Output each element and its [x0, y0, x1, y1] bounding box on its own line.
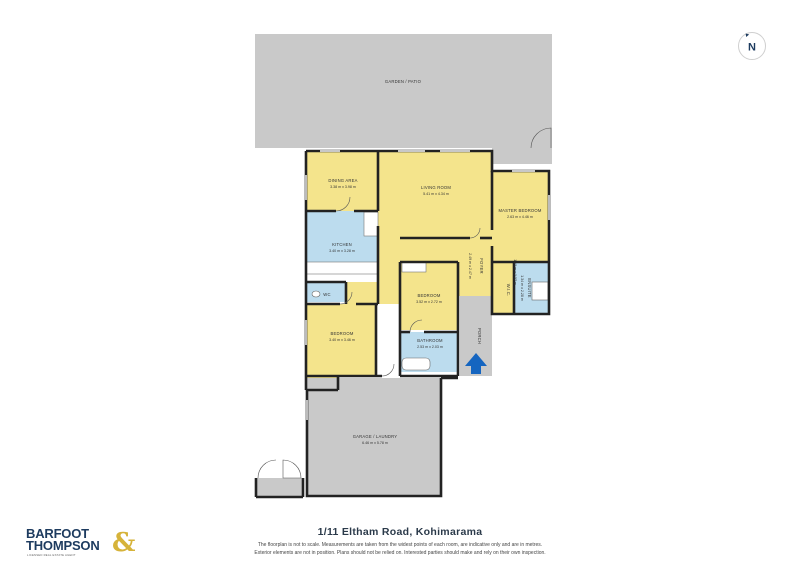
bathroom-dims: 2.53 m x 2.03 m	[417, 345, 443, 349]
bedroom-2-label: BEDROOM	[417, 293, 440, 298]
logo-ampersand: &	[112, 528, 136, 558]
wic-label: W.I.C.	[506, 284, 511, 297]
garage-laundry-label: GARAGE / LAUNDRY	[353, 434, 398, 439]
master-bedroom-label: MASTER BEDROOM	[498, 208, 541, 213]
dining-area-label: DINING AREA	[328, 178, 357, 183]
master-bedroom-dims: 2.63 m x 4.46 m	[507, 215, 533, 219]
disclaimer: The floorplan is not to scale. Measureme…	[200, 542, 600, 557]
bedroom-1-dims: 3.40 m x 3.46 m	[329, 338, 355, 342]
passage	[346, 282, 400, 304]
wc-label: WC	[323, 292, 330, 297]
side-landing	[256, 478, 303, 497]
kitchen-label: KITCHEN	[332, 242, 352, 247]
dining-area-dims: 3.38 m x 3.98 m	[330, 185, 356, 189]
garden-patio-area	[255, 34, 552, 148]
foyer-dims: 2.49 m x 2.47 m	[468, 253, 472, 279]
master-bedroom-room	[492, 171, 549, 262]
wic-dims: 1.13 m x 2.37 m	[513, 259, 517, 285]
north-compass-icon: N	[738, 32, 766, 60]
bathtub	[401, 357, 431, 371]
foyer-room	[458, 238, 492, 296]
garden-patio-extension	[492, 148, 552, 164]
kitchen-island	[363, 211, 379, 237]
door-swings	[257, 127, 552, 479]
dining-area-room	[306, 151, 378, 211]
windows	[305, 150, 550, 420]
wic-room	[492, 262, 514, 314]
ensuite-label: ENSUITE	[527, 278, 532, 298]
ensuite-dims: 1.34 m x 2.28 m	[520, 275, 524, 301]
north-label: N	[748, 42, 756, 54]
bedroom-wardrobe	[401, 261, 427, 273]
bedroom-2-room	[400, 274, 458, 330]
entry-arrow-icon	[465, 353, 487, 374]
living-room-dims: 5.41 m x 4.34 m	[423, 192, 449, 196]
porch-label: PORCH	[477, 328, 482, 344]
garage-laundry-dims: 6.46 m x 5.78 m	[362, 441, 388, 445]
disclaimer-line-2: Exterior elements are not in position. P…	[254, 549, 546, 556]
garage-laundry-room	[307, 378, 441, 495]
bedroom-1-room	[306, 304, 376, 376]
bathroom-label: BATHROOM	[417, 338, 443, 343]
ensuite-shower	[531, 281, 549, 301]
living-room-room	[378, 151, 492, 238]
foyer-label: FOYER	[479, 258, 484, 273]
logo-line-1: BARFOOT	[26, 526, 89, 541]
bedroom-2-dims: 3.52 m x 2.72 m	[416, 300, 442, 304]
brand-logo: BARFOOT THOMPSON & LICENSED REAL ESTATE …	[26, 526, 146, 560]
property-address: 1/11 Eltham Road, Kohimarama	[317, 526, 483, 538]
toilet	[311, 290, 321, 298]
logo-tagline: LICENSED REAL ESTATE AGENT	[27, 553, 76, 557]
living-room-label: LIVING ROOM	[421, 185, 451, 190]
garden-patio-label: GARDEN / PATIO	[385, 79, 422, 84]
logo-line-2: THOMPSON	[26, 538, 100, 553]
kitchen-dims: 3.40 m x 3.28 m	[329, 249, 355, 253]
bedroom-1-label: BEDROOM	[330, 331, 353, 336]
disclaimer-line-1: The floorplan is not to scale. Measureme…	[257, 542, 543, 548]
kitchen-bench	[305, 261, 379, 275]
